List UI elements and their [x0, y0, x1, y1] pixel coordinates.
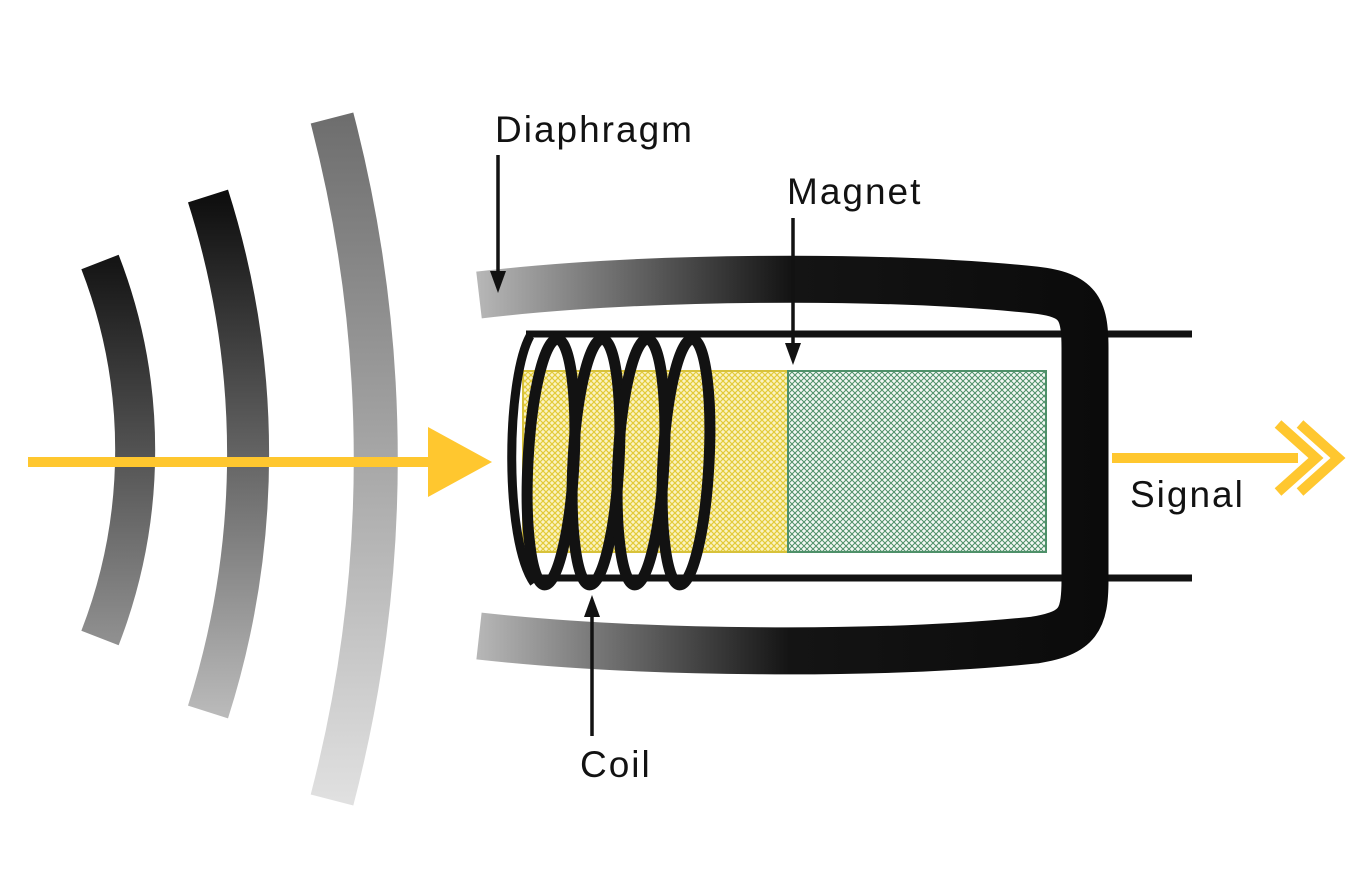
signal-output: Signal [1112, 420, 1346, 515]
coil-loop-4 [656, 333, 716, 591]
sound-wave-arc-1 [81, 254, 156, 646]
signal-arrow-chevron-2 [1296, 420, 1346, 496]
sound-input-arrow [28, 427, 492, 497]
diaphragm-label: Diaphragm [495, 109, 694, 150]
coil-pointer-head [584, 595, 600, 617]
text-labels: Diaphragm Magnet Coil [495, 109, 922, 785]
signal-arrow-chevron-1 [1274, 420, 1324, 496]
diaphragm-pointer-head [490, 271, 506, 293]
coil-windings [521, 333, 716, 591]
label-arrows [490, 155, 801, 736]
sound-wave-arc-2 [187, 189, 270, 719]
magnet-pointer-head [785, 343, 801, 365]
coil-label: Coil [580, 744, 652, 785]
diaphragm-housing [476, 255, 1109, 675]
magnet [522, 370, 1047, 553]
sound-input-arrow-head [428, 427, 492, 497]
signal-label: Signal [1130, 474, 1245, 515]
capsule-left-cap [507, 333, 538, 586]
magnet-label: Magnet [787, 171, 922, 212]
magnet-green-section [787, 370, 1047, 553]
